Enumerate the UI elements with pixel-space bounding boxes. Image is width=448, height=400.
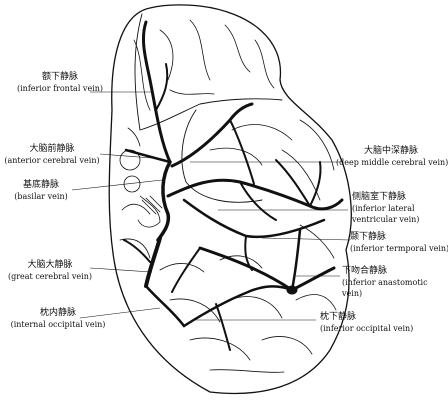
label-zh: 枕下静脉 (320, 312, 357, 322)
label-internal-occipital-vein: 枕内静脉 (internal occipital vein) (4, 308, 112, 330)
label-en: (basilar vein) (14, 192, 68, 201)
label-inferior-frontal-vein: 额下静脉 (inferior frontal vein) (14, 72, 106, 94)
label-inferior-anastomotic-vein: 下吻合静脉 (inferior anastomotic vein) (342, 266, 442, 299)
inferior-lateral-ventricular-vein-path (166, 178, 344, 211)
basilar-vein-path (156, 160, 172, 242)
label-zh: 枕内静脉 (39, 308, 76, 318)
label-zh: 基底静脉 (22, 180, 59, 190)
label-zh: 大脑中深静脉 (363, 146, 418, 156)
label-en: (deep middle cerebral vein) (336, 158, 448, 167)
label-inferior-temporal-vein: 颞下静脉 (inferior termporal vein) (350, 232, 448, 254)
temporal-pole-outline (181, 109, 263, 203)
label-en-line1: (inferior lateral (352, 204, 415, 213)
label-en-line2: vein) (342, 289, 363, 298)
label-zh: 额下静脉 (41, 72, 78, 82)
label-en: (internal occipital vein) (10, 320, 106, 329)
label-inferior-lateral-ventricular-vein: 侧脑室下静脉 (inferior lateral ventricular vei… (352, 192, 446, 225)
leader-lines (71, 91, 351, 321)
brainstem-area (119, 127, 163, 228)
label-en: (inferior occipital vein) (320, 324, 414, 333)
label-zh: 下吻合静脉 (342, 266, 388, 276)
inferior-anastomotic-vein-path (198, 246, 336, 292)
label-deep-middle-cerebral-vein: 大脑中深静脉 (deep middle cerebral vein) (336, 146, 448, 168)
hemisphere-outline (108, 4, 352, 395)
inferior-frontal-vein-path (142, 20, 172, 164)
label-zh: 大脑大静脉 (27, 260, 73, 270)
gyri (119, 19, 337, 373)
deep-middle-cerebral-vein-path (170, 102, 254, 168)
label-en: (inferior frontal vein) (16, 84, 104, 93)
label-great-cerebral-vein: 大脑大静脉 (great cerebral vein) (4, 260, 96, 282)
veins (123, 20, 344, 351)
label-zh: 侧脑室下静脉 (352, 192, 407, 202)
internal-occipital-vein-path (144, 284, 186, 328)
label-basilar-vein: 基底静脉 (basilar vein) (10, 180, 72, 202)
inferior-occipital-vein-path (182, 285, 294, 328)
label-en-line2: ventricular vein) (352, 215, 420, 224)
label-en: (great cerebral vein) (7, 272, 92, 281)
frontal-lobe-outline (134, 13, 283, 131)
label-en: (anterior cerebral vein) (4, 156, 100, 165)
label-en-line1: (inferior anastomotic (342, 278, 428, 287)
label-zh: 颞下静脉 (350, 232, 387, 242)
label-en: (inferior termporal vein) (350, 244, 448, 253)
great-cerebral-vein-path (144, 236, 162, 288)
inferior-temporal-vein-path (182, 198, 326, 239)
label-anterior-cerebral-vein: 大脑前静脉 (anterior cerebral vein) (2, 144, 102, 166)
anterior-cerebral-vein-path (124, 148, 172, 164)
label-zh: 大脑前静脉 (29, 144, 75, 154)
label-inferior-occipital-vein: 枕下静脉 (inferior occipital vein) (320, 312, 432, 334)
